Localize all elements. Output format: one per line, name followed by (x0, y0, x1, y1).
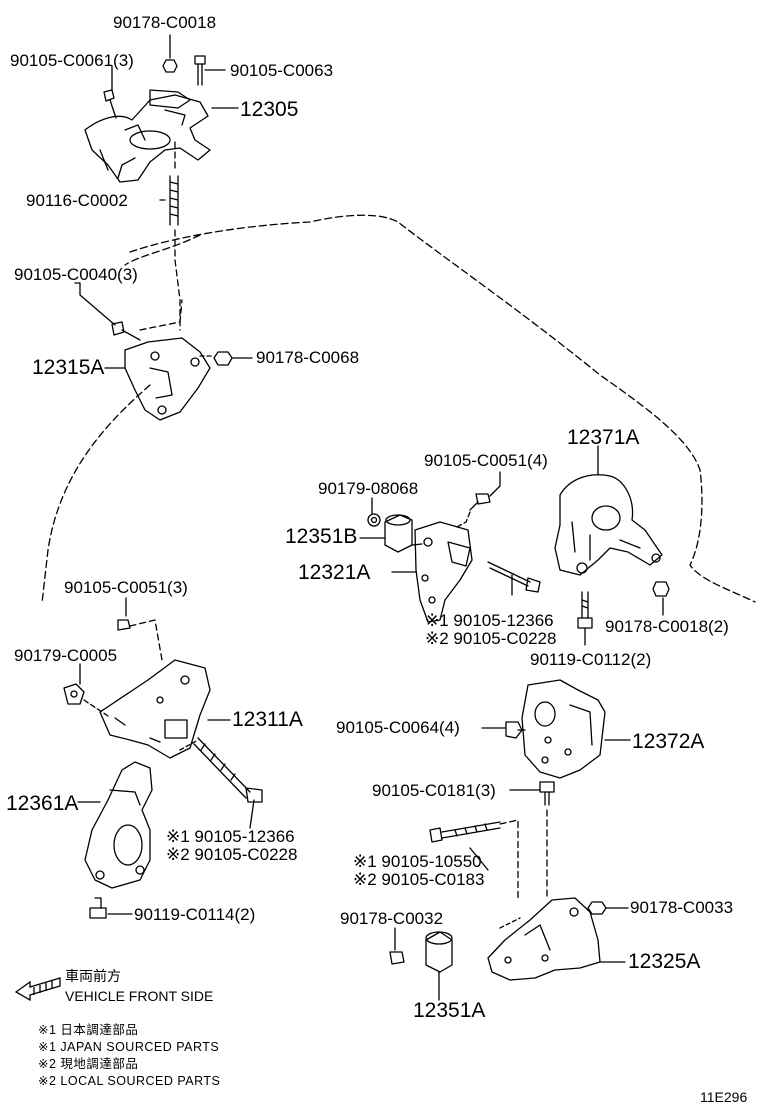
label-90179-08068: 90179-08068 (318, 479, 419, 498)
nut-90178-C0033 (587, 901, 607, 915)
nut-90179-C0005 (63, 683, 85, 705)
vehicle-body-outline (41, 214, 756, 604)
label-90105-C0063: 90105-C0063 (230, 61, 334, 80)
bolt-90105-C0040 (111, 321, 141, 341)
mount-12361A (84, 761, 153, 889)
note-japan-jp: ※1 日本調達部品 (38, 1023, 139, 1037)
stud-90116-C0002 (169, 175, 179, 226)
bolt-90105-C0064 (505, 721, 526, 739)
note-japan-en: ※1 JAPAN SOURCED PARTS (38, 1040, 220, 1054)
label-90105-C0051-4: 90105-C0051(4) (424, 451, 548, 470)
bracket-12315A (124, 337, 211, 421)
mount-12305 (84, 89, 211, 183)
label-90105-C0228-right: ※2 90105-C0228 (425, 629, 557, 648)
label-90105-C0183: ※2 90105-C0183 (353, 870, 485, 889)
bushing-12351B (384, 514, 413, 553)
nut-90178-C0068 (213, 351, 233, 366)
bolt-90105-C0063 (194, 55, 206, 86)
label-90105-C0040: 90105-C0040(3) (14, 265, 138, 284)
bushing-12351A (425, 931, 453, 973)
nut-90179-08068 (367, 513, 381, 527)
label-90105-C0051-3: 90105-C0051(3) (64, 578, 188, 597)
bracket-12325A (487, 897, 601, 981)
note-local-jp: ※2 現地調達部品 (38, 1057, 139, 1071)
label-12351A: 12351A (413, 999, 486, 1022)
label-12325A: 12325A (628, 950, 701, 973)
bolt-90119-C0112 (577, 591, 593, 629)
label-90179-C0005: 90179-C0005 (14, 646, 118, 665)
label-90105-C0228-left: ※2 90105-C0228 (166, 845, 298, 864)
label-90178-C0033: 90178-C0033 (630, 898, 734, 917)
vehicle-front-label-jp: 車両前方 (65, 968, 121, 984)
label-90105-C0181: 90105-C0181(3) (372, 781, 496, 800)
diagram-code: 11E296 (700, 1089, 748, 1105)
nut-90178-C0032 (389, 951, 405, 965)
label-90116-C0002: 90116-C0002 (26, 191, 128, 210)
label-90119-C0114: 90119-C0114(2) (134, 905, 256, 924)
label-90105-C0064: 90105-C0064(4) (336, 718, 460, 737)
label-90105-10550: ※1 90105-10550 (353, 852, 482, 871)
label-90178-C0018-top: 90178-C0018 (113, 13, 217, 32)
bracket-12321A (414, 521, 473, 623)
vehicle-front-label-en: VEHICLE FRONT SIDE (65, 988, 214, 1004)
mount-12371A (554, 474, 663, 576)
label-12311A: 12311A (232, 708, 303, 731)
label-90178-C0032: 90178-C0032 (340, 909, 444, 928)
vehicle-front-arrow (14, 977, 61, 1002)
bolt-90105-12366-right (487, 561, 541, 593)
label-90105-12366-right: ※1 90105-12366 (425, 611, 554, 630)
bolt-90105-C0051-3 (117, 619, 131, 631)
bracket-12311A (99, 659, 211, 759)
label-12361A: 12361A (6, 792, 79, 815)
label-12321A: 12321A (298, 561, 371, 584)
label-90105-C0061: 90105-C0061(3) (10, 51, 134, 70)
bolt-90105-C0051-4 (469, 493, 491, 511)
bolt-90105-C0061 (103, 89, 117, 119)
nut-90178-C0018-rear (652, 581, 670, 597)
bolt-90105-10550 (429, 821, 501, 843)
mount-12372A (521, 679, 606, 779)
bolt-90119-C0114 (89, 897, 107, 919)
label-12305: 12305 (240, 98, 299, 121)
label-12371A: 12371A (567, 426, 640, 449)
label-90178-C0018-rear: 90178-C0018(2) (605, 617, 729, 636)
label-12372A: 12372A (632, 730, 705, 753)
label-90178-C0068: 90178-C0068 (256, 348, 360, 367)
bolt-90105-C0181 (539, 781, 555, 806)
leader-lines (74, 34, 664, 1001)
label-12351B: 12351B (285, 525, 358, 548)
label-90105-12366-left: ※1 90105-12366 (166, 827, 295, 846)
nut-90178-C0018 (162, 59, 178, 73)
bolt-90105-12366-left (193, 737, 263, 803)
label-90119-C0112: 90119-C0112(2) (530, 650, 652, 669)
note-local-en: ※2 LOCAL SOURCED PARTS (38, 1074, 221, 1088)
label-12315A: 12315A (32, 356, 105, 379)
